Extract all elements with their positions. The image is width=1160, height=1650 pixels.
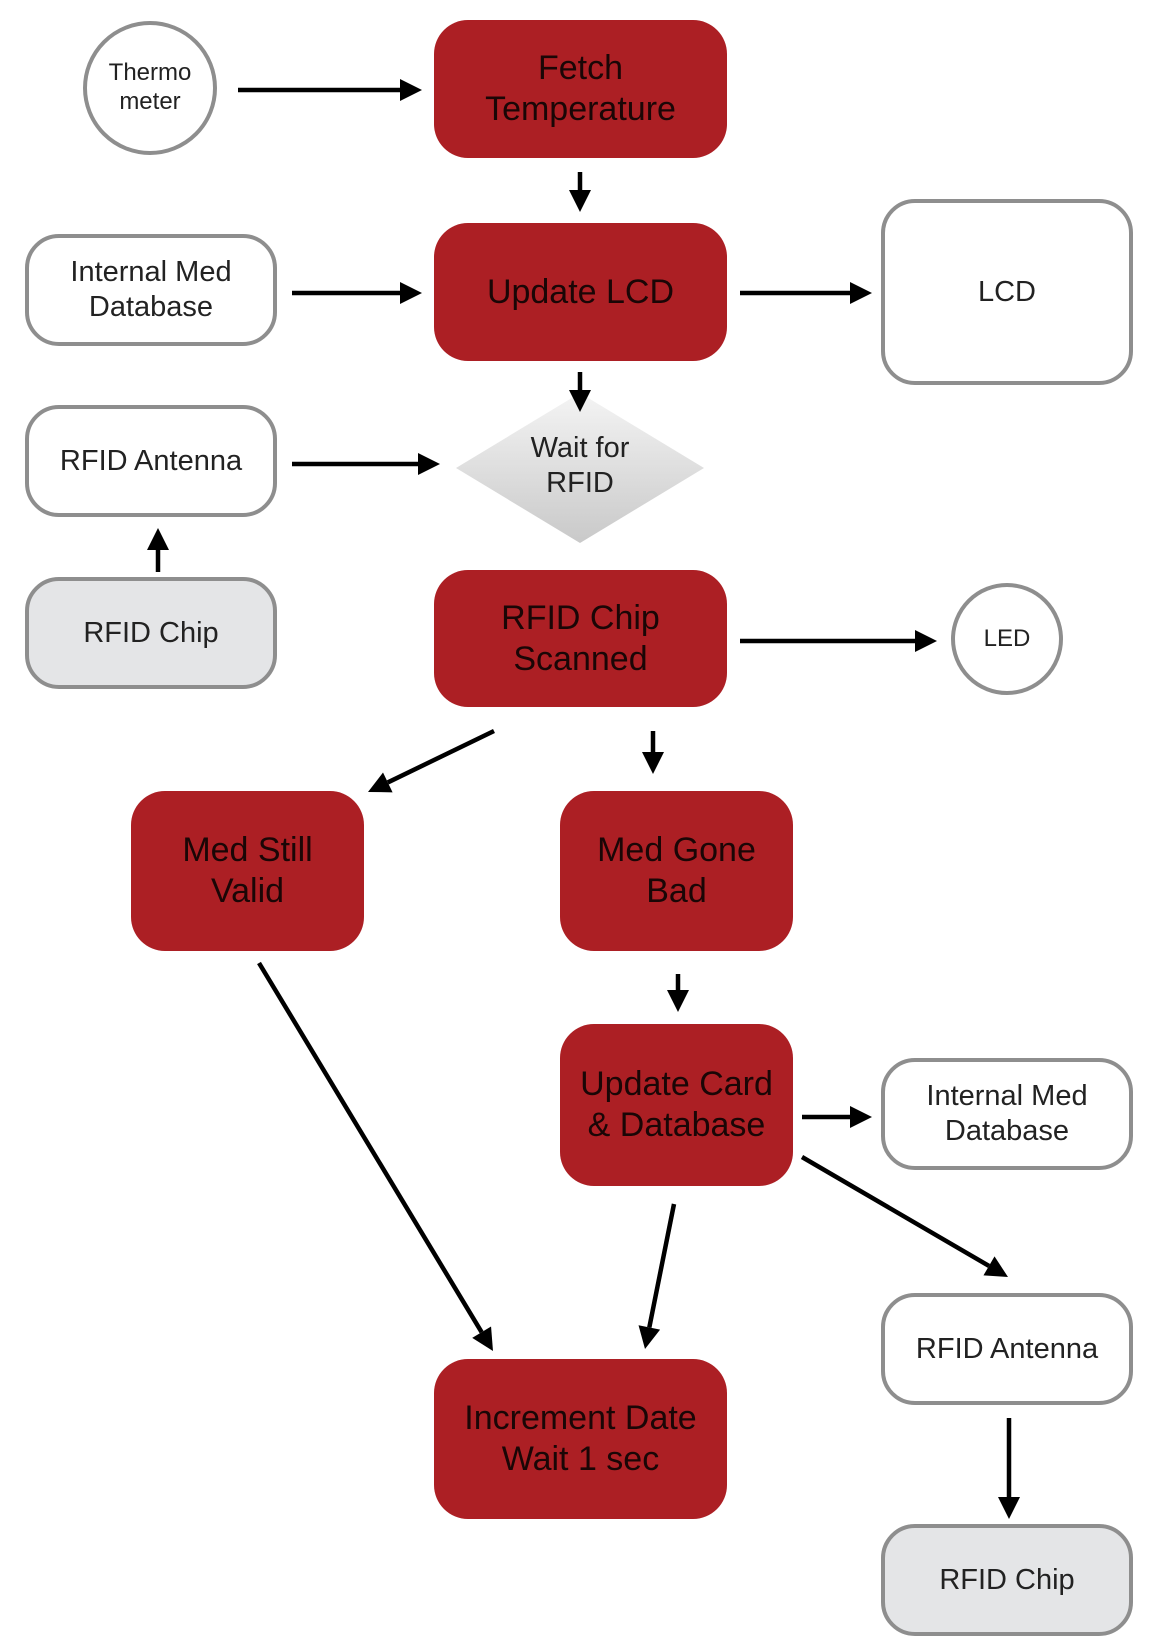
increment-date-node: Increment Date Wait 1 sec [434,1359,727,1519]
rfid-chip-node-2: RFID Chip [881,1524,1133,1636]
rfid-antenna-label-2: RFID Antenna [915,1332,1099,1365]
internal-med-database-label-1: Internal Med Database [70,256,232,323]
arrowhead [418,453,440,475]
arrowhead [983,1256,1008,1277]
rfid-antenna-label-1: RFID Antenna [59,444,243,477]
wait-for-rfid-label: Wait for RFID [530,432,630,499]
connector-arrow-line [257,961,484,1334]
arrowhead [850,282,872,304]
arrowhead [147,528,169,550]
rfid-antenna-node-1: RFID Antenna [25,405,277,517]
arrowhead [998,1497,1020,1519]
thermometer-label: Thermo meter [108,59,192,115]
led-label: LED [983,624,1031,652]
update-card-database-label: Update Card & Database [580,1065,773,1144]
fetch-temperature-label: Fetch Temperature [485,49,676,128]
decision-diamond-shape [456,393,704,543]
internal-med-database-label-2: Internal Med Database [926,1080,1088,1147]
arrowhead [569,390,591,412]
connector-arrow-line [647,1203,677,1328]
connector-arrow-line [386,728,495,785]
arrowhead [642,752,664,774]
fetch-temperature-node: Fetch Temperature [434,20,727,158]
connector-arrow-line [800,1155,991,1268]
arrowhead [667,990,689,1012]
arrowhead [472,1326,493,1351]
internal-med-database-node-2: Internal Med Database [881,1058,1133,1170]
arrowhead [850,1106,872,1128]
arrowhead [915,630,937,652]
arrowhead [400,79,422,101]
wait-for-rfid-node: Wait for RFID [480,431,680,501]
internal-med-database-node-1: Internal Med Database [25,234,277,346]
rfid-chip-label-1: RFID Chip [83,616,219,649]
update-lcd-label: Update LCD [486,272,675,311]
lcd-label: LCD [977,275,1036,308]
arrowhead [569,190,591,212]
update-lcd-node: Update LCD [434,223,727,361]
med-gone-bad-node: Med Gone Bad [560,791,793,951]
lcd-node: LCD [881,199,1133,385]
rfid-chip-label-2: RFID Chip [939,1563,1075,1596]
rfid-chip-node-1: RFID Chip [25,577,277,689]
thermometer-node: Thermo meter [83,21,217,155]
med-still-valid-label: Med Still Valid [182,831,313,910]
arrowhead [638,1325,661,1349]
med-gone-bad-label: Med Gone Bad [597,831,756,910]
med-still-valid-node: Med Still Valid [131,791,364,951]
arrowhead [368,772,393,793]
arrow-layer [147,79,1020,1519]
rfid-antenna-node-2: RFID Antenna [881,1293,1133,1405]
rfid-chip-scanned-node: RFID Chip Scanned [434,570,727,707]
rfid-chip-scanned-label: RFID Chip Scanned [501,598,660,678]
led-node: LED [951,583,1063,695]
arrowhead [400,282,422,304]
increment-date-label: Increment Date Wait 1 sec [464,1399,697,1478]
update-card-database-node: Update Card & Database [560,1024,793,1186]
